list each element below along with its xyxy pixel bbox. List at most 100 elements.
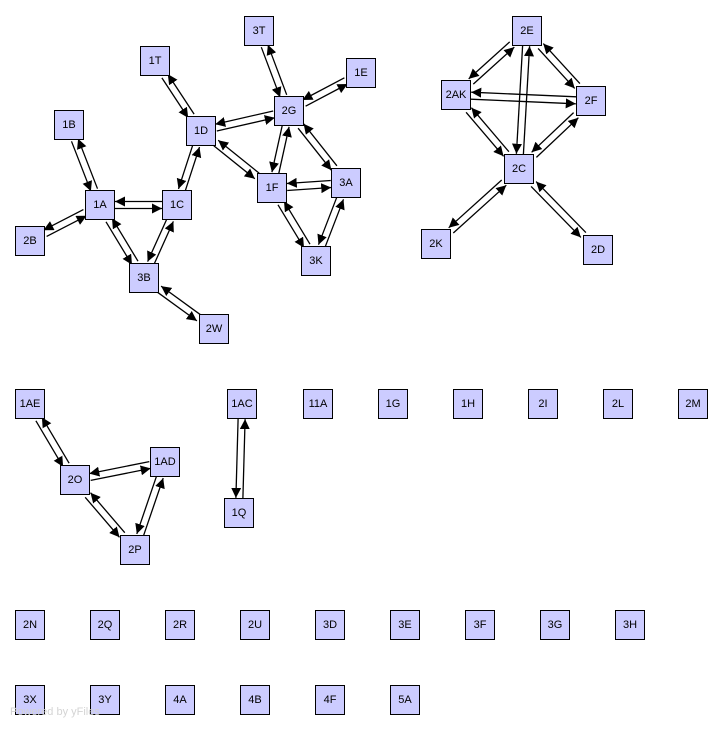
node-2r[interactable]: 2R bbox=[165, 610, 195, 640]
edge-2p-to-1ad bbox=[142, 477, 165, 537]
edge-1e-to-2g bbox=[302, 77, 345, 101]
node-2m[interactable]: 2M bbox=[678, 389, 708, 419]
node-3t[interactable]: 3T bbox=[244, 16, 274, 46]
node-2l[interactable]: 2L bbox=[603, 389, 633, 419]
edge-2f-to-2e bbox=[542, 43, 581, 85]
edge-2e-to-2c bbox=[511, 45, 524, 154]
node-2b[interactable]: 2B bbox=[15, 226, 45, 256]
edge-1f-to-3k bbox=[277, 204, 305, 249]
node-3h[interactable]: 3H bbox=[615, 610, 645, 640]
node-3e[interactable]: 3E bbox=[390, 610, 420, 640]
node-3g[interactable]: 3G bbox=[540, 610, 570, 640]
node-2p[interactable]: 2P bbox=[120, 535, 150, 565]
edge-3b-to-1c bbox=[153, 221, 174, 265]
node-4f[interactable]: 4F bbox=[315, 685, 345, 715]
edge-2b-to-1a bbox=[46, 215, 87, 237]
edge-3a-to-1f bbox=[286, 177, 331, 188]
node-1g[interactable]: 1G bbox=[378, 389, 408, 419]
edge-1ad-to-2o bbox=[89, 460, 150, 477]
edge-1ac-to-1q bbox=[231, 418, 242, 498]
edge-2c-to-2k bbox=[448, 179, 503, 229]
edge-2c-to-2e bbox=[522, 46, 535, 155]
edge-1b-to-1a bbox=[70, 141, 92, 192]
node-3y[interactable]: 3Y bbox=[90, 685, 120, 715]
node-3f[interactable]: 3F bbox=[465, 610, 495, 640]
edge-2ak-to-2e bbox=[472, 46, 515, 85]
edge-1a-to-1b bbox=[77, 138, 99, 189]
edge-2c-to-2f bbox=[535, 117, 579, 158]
node-11a[interactable]: 11A bbox=[303, 389, 333, 419]
node-1a[interactable]: 1A bbox=[85, 190, 115, 220]
edge-2ak-to-2f bbox=[470, 98, 576, 109]
node-1b[interactable]: 1B bbox=[54, 110, 84, 140]
edge-3a-to-2g bbox=[303, 123, 338, 167]
edge-2f-to-2c bbox=[531, 112, 575, 153]
edge-1d-to-1f bbox=[213, 145, 256, 180]
node-2o[interactable]: 2O bbox=[60, 465, 90, 495]
edge-1d-to-1t bbox=[167, 73, 195, 115]
node-2c[interactable]: 2C bbox=[504, 154, 534, 184]
node-2i[interactable]: 2I bbox=[528, 389, 558, 419]
node-1t[interactable]: 1T bbox=[140, 46, 170, 76]
node-4a[interactable]: 4A bbox=[165, 685, 195, 715]
node-4b[interactable]: 4B bbox=[240, 685, 270, 715]
edge-3k-to-3a bbox=[324, 199, 345, 248]
node-1c[interactable]: 1C bbox=[162, 190, 192, 220]
node-1ac[interactable]: 1AC bbox=[227, 389, 257, 419]
node-1e[interactable]: 1E bbox=[346, 58, 376, 88]
edge-1c-to-1d bbox=[184, 146, 202, 192]
edge-3k-to-1f bbox=[283, 200, 311, 245]
node-1h[interactable]: 1H bbox=[453, 389, 483, 419]
watermark: Powered by yFiles bbox=[10, 706, 100, 718]
node-2u[interactable]: 2U bbox=[240, 610, 270, 640]
edge-2e-to-2ak bbox=[468, 41, 511, 80]
edge-2g-to-3a bbox=[297, 127, 332, 171]
node-3b[interactable]: 3B bbox=[129, 263, 159, 293]
edge-3a-to-3k bbox=[317, 196, 338, 245]
node-1ad[interactable]: 1AD bbox=[150, 447, 180, 477]
edge-2p-to-2o bbox=[90, 492, 126, 534]
node-2g[interactable]: 2G bbox=[274, 96, 304, 126]
node-2f[interactable]: 2F bbox=[576, 86, 606, 116]
edge-1f-to-3a bbox=[287, 183, 332, 194]
edge-2k-to-2c bbox=[452, 184, 507, 234]
edge-2e-to-2f bbox=[537, 47, 576, 89]
node-2d[interactable]: 2D bbox=[583, 235, 613, 265]
edge-1d-to-1c bbox=[176, 144, 194, 190]
edge-1c-to-3b bbox=[147, 218, 168, 262]
edge-2g-to-1f bbox=[269, 125, 283, 173]
edge-2c-to-2ak bbox=[470, 107, 510, 153]
node-1q[interactable]: 1Q bbox=[224, 498, 254, 528]
node-2w[interactable]: 2W bbox=[199, 314, 229, 344]
edge-2g-to-3t bbox=[266, 44, 288, 96]
node-3a[interactable]: 3A bbox=[331, 168, 361, 198]
edge-2d-to-2c bbox=[535, 181, 587, 234]
edge-1f-to-1d bbox=[217, 139, 260, 174]
edge-2o-to-1ad bbox=[90, 465, 151, 482]
node-3d[interactable]: 3D bbox=[315, 610, 345, 640]
node-1f[interactable]: 1F bbox=[257, 173, 287, 203]
node-2k[interactable]: 2K bbox=[421, 229, 451, 259]
node-3k[interactable]: 3K bbox=[301, 246, 331, 276]
edge-2o-to-2p bbox=[84, 496, 120, 538]
node-3x[interactable]: 3X bbox=[15, 685, 45, 715]
edge-2g-to-1d bbox=[215, 110, 274, 127]
edge-1q-to-1ac bbox=[239, 419, 250, 499]
edge-2w-to-3b bbox=[160, 285, 202, 316]
node-2n[interactable]: 2N bbox=[15, 610, 45, 640]
edge-1a-to-3b bbox=[105, 221, 133, 266]
edge-1f-to-2g bbox=[278, 126, 292, 174]
edge-2ak-to-2c bbox=[465, 111, 505, 157]
edge-2o-to-1ae bbox=[41, 416, 70, 464]
node-1d[interactable]: 1D bbox=[186, 116, 216, 146]
edge-3b-to-2w bbox=[156, 291, 198, 322]
node-2ak[interactable]: 2AK bbox=[441, 80, 471, 110]
edge-1d-to-2g bbox=[216, 115, 275, 132]
node-5a[interactable]: 5A bbox=[390, 685, 420, 715]
node-1ae[interactable]: 1AE bbox=[15, 389, 45, 419]
node-2e[interactable]: 2E bbox=[512, 16, 542, 46]
node-2q[interactable]: 2Q bbox=[90, 610, 120, 640]
edge-1ad-to-2p bbox=[135, 475, 158, 535]
